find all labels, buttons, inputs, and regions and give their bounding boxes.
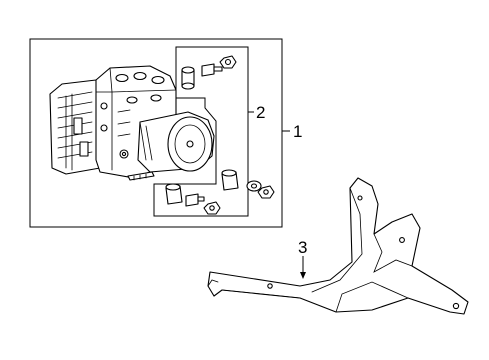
callout-1: 1: [293, 122, 302, 141]
mount-kit-bottom: [165, 169, 275, 215]
callout-3: 3: [298, 238, 307, 257]
abs-modulator: [49, 65, 215, 181]
callout-2: 2: [256, 103, 265, 122]
assembly-frame: [29, 38, 283, 228]
mount-kit-top: [181, 55, 237, 90]
leader-arrow-3: [300, 272, 306, 279]
mount-kit-frame: [153, 46, 249, 217]
mounting-bracket: [207, 177, 469, 315]
